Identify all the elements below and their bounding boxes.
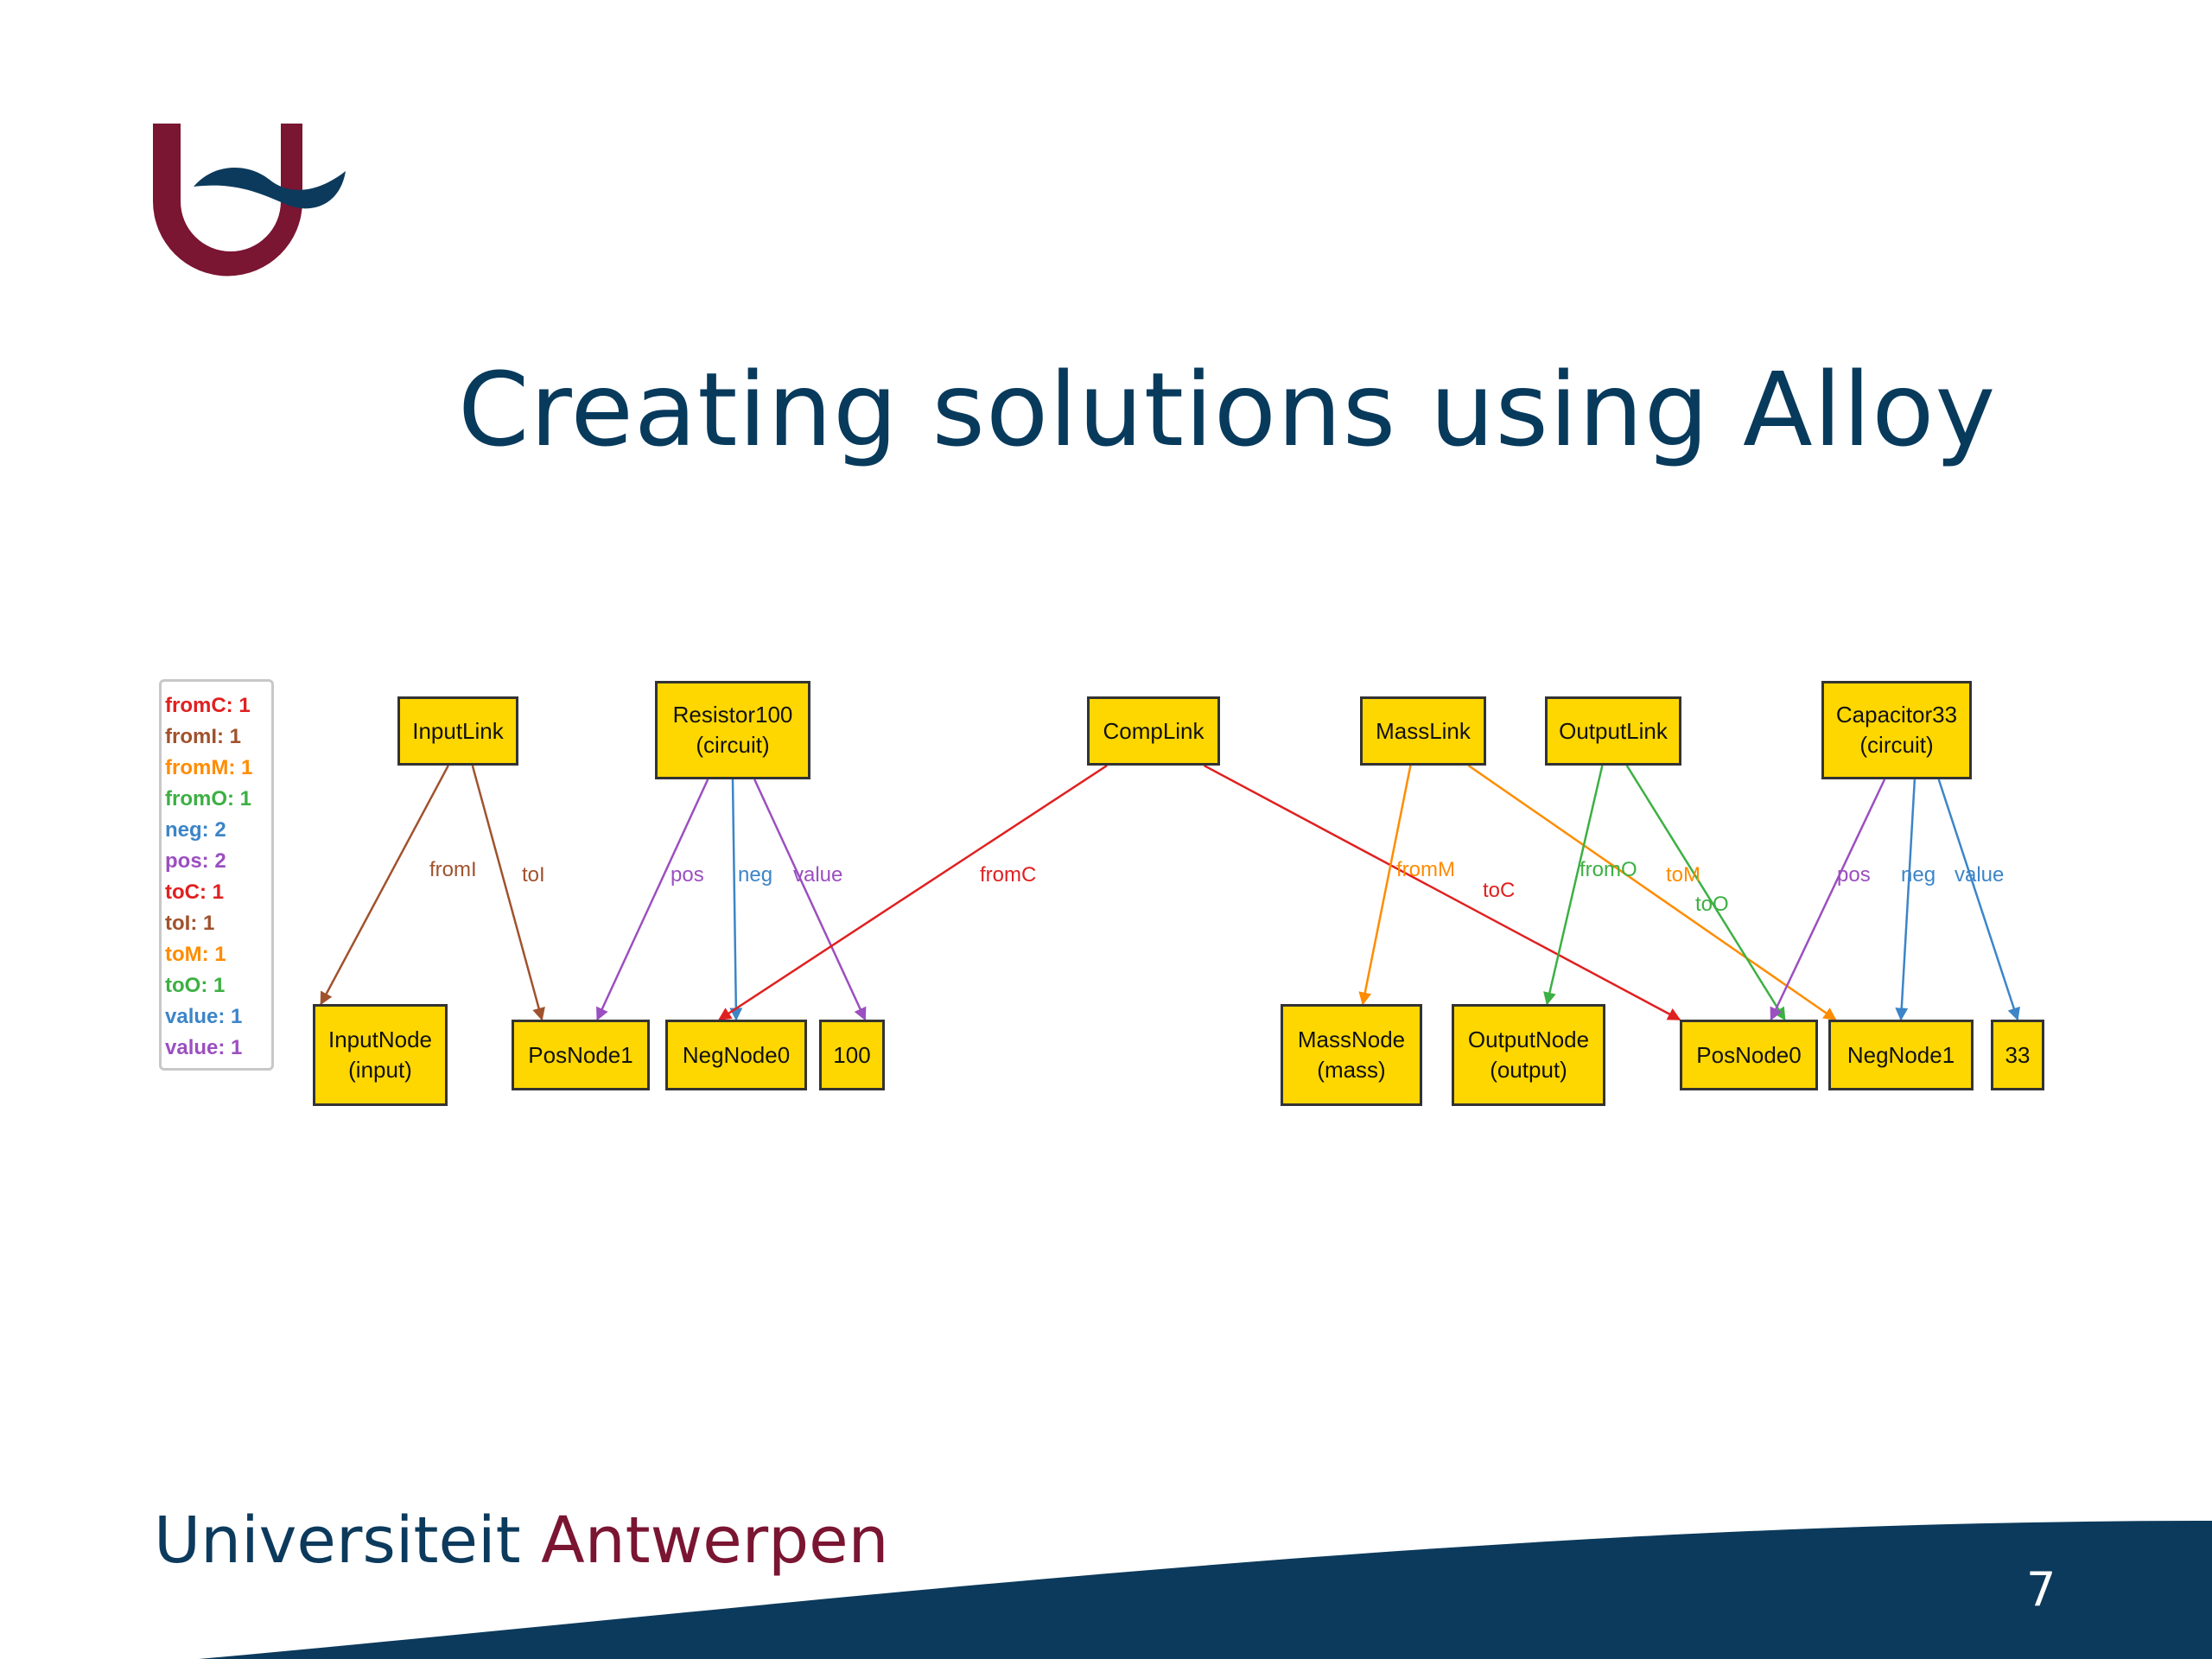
node-posnode1[interactable]: PosNode1 [512,1020,650,1090]
edge-label-pos: pos [671,863,704,887]
legend-item: fromC: 1 [165,694,251,717]
node-n33[interactable]: 33 [1991,1020,2044,1090]
university-wordmark: Universiteit Antwerpen [154,1503,889,1578]
edge-toC-complink-posnode0 [1203,764,1681,1021]
edge-fromM-masslink-massnode [1358,765,1412,1006]
node-label: 100 [833,1041,871,1068]
edge-fromO-outputlink-outputnode [1543,765,1604,1006]
legend-box: fromC: 1 fromI: 1 fromM: 1 fromO: 1 neg: 2 po… [159,679,274,1071]
edge-fromC-complink-negnode0 [718,764,1108,1021]
node-outputlink[interactable]: OutputLink [1545,696,1681,766]
edge-toO-outputlink-posnode0 [1625,765,1786,1021]
edge-neg-resistor100-negnode0 [729,779,743,1021]
node-n100[interactable]: 100 [819,1020,885,1090]
legend-item: value: 1 [165,1036,243,1059]
edge-label-neg: neg [1901,863,1936,887]
edge-label-pos: pos [1837,863,1871,887]
wordmark-antwerpen: Antwerpen [541,1503,889,1578]
node-inputnode[interactable]: InputNode (input) [313,1004,448,1106]
edge-pos-resistor100-posnode1 [596,779,709,1021]
legend-item: fromM: 1 [165,756,253,779]
node-label: InputLink [412,717,504,744]
node-label: OutputLink [1559,717,1668,744]
node-negnode0[interactable]: NegNode0 [665,1020,807,1090]
logo-wave-shape [194,167,346,209]
legend-item: toM: 1 [165,943,226,966]
edge-label-fromC: fromC [980,863,1036,887]
node-label: (circuit) [1859,732,1934,758]
node-label: (mass) [1317,1057,1386,1083]
node-label: NegNode1 [1847,1041,1955,1068]
edge-pos-capacitor33-posnode0 [1770,779,1886,1021]
legend-item: value: 1 [165,1005,243,1028]
node-label: MassLink [1376,717,1471,744]
edge-label-toM: toM [1666,863,1700,887]
edge-label-fromI: fromI [429,858,477,881]
node-label: NegNode0 [682,1041,791,1068]
footer-wave [199,1521,2212,1659]
node-label: MassNode [1297,1027,1406,1052]
slide-title: Creating solutions using Alloy [458,350,1997,469]
edge-toM-masslink-negnode1 [1467,764,1837,1021]
node-resistor100[interactable]: Resistor100 (circuit) [655,681,810,779]
edge-label-toO: toO [1695,893,1729,916]
node-outputnode[interactable]: OutputNode (output) [1452,1004,1605,1106]
node-complink[interactable]: CompLink [1087,696,1220,766]
edge-label-toC: toC [1483,879,1515,902]
legend-item: fromO: 1 [165,787,252,810]
node-masslink[interactable]: MassLink [1360,696,1486,766]
node-capacitor33[interactable]: Capacitor33 (circuit) [1821,681,1972,779]
node-inputlink[interactable]: InputLink [397,696,518,766]
edge-fromI-inputlink-inputnode [320,765,449,1006]
edge-label-value: value [1955,863,2004,887]
edge-label-fromO: fromO [1580,858,1637,881]
legend-item: toO: 1 [165,974,226,997]
legend-item: neg: 2 [165,818,226,842]
university-logo [153,124,346,276]
node-label: InputNode [328,1027,432,1052]
node-posnode0[interactable]: PosNode0 [1680,1020,1818,1090]
alloy-graph-edges: fromI toI pos neg value fromC toC fromM toM fromO… [320,764,2020,1021]
edge-value-resistor100-n100 [753,779,867,1021]
edge-toI-inputlink-posnode1 [471,765,545,1021]
node-label: (circuit) [696,732,770,758]
node-label: 33 [2005,1041,2031,1068]
page-number: 7 [2026,1562,2056,1617]
node-label: (input) [348,1057,412,1083]
wordmark-universiteit: Universiteit [154,1503,521,1578]
edge-neg-capacitor33-negnode1 [1895,779,1916,1021]
logo-u-shape [153,124,302,276]
edge-value-capacitor33-n33 [1937,779,2020,1021]
edge-label-neg: neg [738,863,772,887]
edge-label-value: value [793,863,842,887]
legend-item: toI: 1 [165,912,215,935]
node-label: (output) [1490,1057,1567,1083]
node-label: Resistor100 [672,702,793,728]
node-label: PosNode1 [528,1041,633,1068]
node-label: PosNode0 [1696,1041,1802,1068]
node-label: Capacitor33 [1835,702,1958,728]
node-negnode1[interactable]: NegNode1 [1828,1020,1974,1090]
edge-label-toI: toI [522,863,545,887]
edge-label-fromM: fromM [1396,858,1455,881]
legend-item: fromI: 1 [165,725,242,748]
node-massnode[interactable]: MassNode (mass) [1281,1004,1422,1106]
legend-item: pos: 2 [165,849,226,873]
legend-item: toC: 1 [165,880,224,904]
node-label: CompLink [1103,717,1205,744]
node-label: OutputNode [1467,1027,1590,1052]
